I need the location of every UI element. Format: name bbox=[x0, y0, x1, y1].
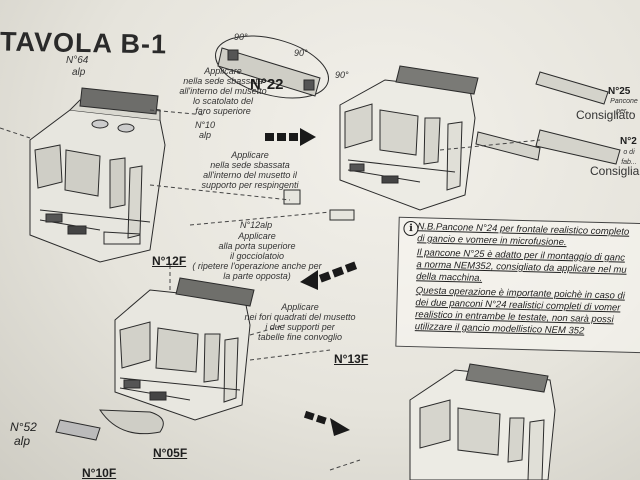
arrow-left-2 bbox=[300, 261, 358, 290]
label-n12alp: N°12alp bbox=[240, 220, 273, 230]
label-n12f: N°12F bbox=[152, 254, 187, 268]
angle-1: 90° bbox=[234, 32, 248, 42]
part-n22 bbox=[215, 35, 329, 99]
angle-2: 90° bbox=[294, 48, 308, 58]
label-n25: N°25 bbox=[608, 86, 631, 97]
label-applicare-gocciolatoio: Applicare alla porta superiore il goccio… bbox=[192, 231, 322, 281]
label-n24: N°2 bbox=[620, 136, 637, 147]
label-alp-top: alp bbox=[72, 67, 86, 78]
part-n25 bbox=[475, 71, 621, 165]
cab-bottom-right bbox=[409, 363, 556, 480]
label-applicare-faro: Applicare nella sede sbassata all'intern… bbox=[179, 66, 267, 116]
label-n13f: N°13F bbox=[334, 352, 369, 366]
label-n10f: N°10F bbox=[82, 466, 117, 480]
label-applicare-tabelle: Applicare nei fori quadrati del musetto … bbox=[244, 302, 356, 342]
cab-top-center bbox=[283, 65, 479, 221]
label-fig-n24: o di fab... bbox=[621, 149, 637, 166]
angle-3: 90° bbox=[335, 70, 349, 80]
label-n52: N°52 bbox=[10, 420, 37, 434]
label-consigliato-2: Consiglia bbox=[590, 164, 640, 178]
label-n22: N°22 bbox=[250, 76, 284, 93]
cab-top-left bbox=[29, 87, 166, 263]
label-n64: N°64 bbox=[66, 55, 89, 66]
note-box: i N.B.Pancone N°24 per frontale realisti… bbox=[395, 216, 640, 354]
cab-middle bbox=[55, 277, 255, 441]
note-line: della macchina. bbox=[416, 271, 483, 284]
label-n10alp: N°10 alp bbox=[194, 120, 216, 140]
label-alp-bottom: alp bbox=[14, 434, 31, 448]
label-applicare-respingenti: Applicare nella sede sbassata all'intern… bbox=[201, 150, 299, 190]
arrow-right-1 bbox=[265, 128, 316, 146]
label-n05f: N°05F bbox=[153, 446, 188, 460]
label-consigliato-1: Consigliato bbox=[576, 108, 636, 122]
arrow-right-3 bbox=[303, 410, 350, 436]
label-pancone-n25: Pancone per... bbox=[610, 98, 638, 115]
